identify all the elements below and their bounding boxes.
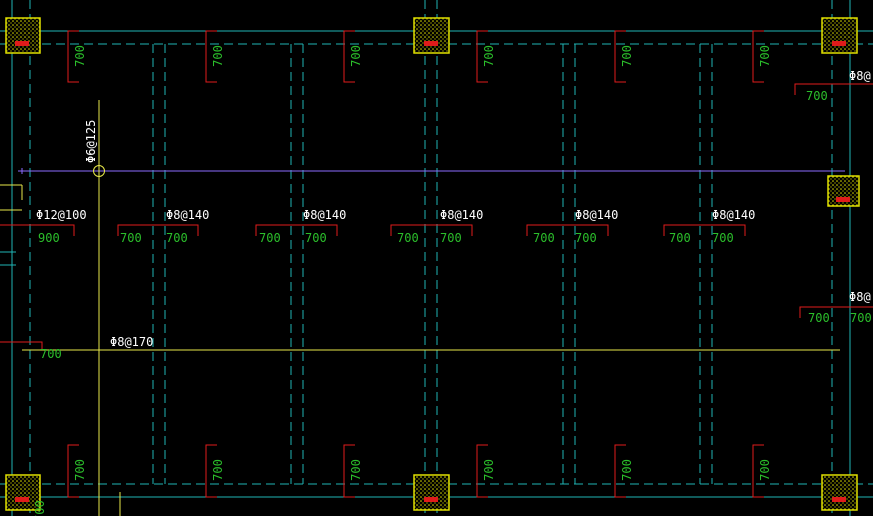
fragment-dim: 700 — [33, 500, 47, 516]
bottom-rebar-2[interactable] — [205, 444, 217, 498]
top-dim-4: 700 — [482, 45, 496, 67]
column-top-mid[interactable] — [413, 17, 450, 54]
top-dim-1: 700 — [73, 45, 87, 67]
rebar-label-5: Φ8@140 — [712, 208, 755, 222]
mid-dim-1b: 700 — [166, 231, 188, 245]
column-bottom-mid[interactable] — [413, 474, 450, 511]
top-rebar-5[interactable] — [614, 30, 626, 83]
right-top-rebar[interactable] — [794, 83, 873, 95]
bottom-rebar-5[interactable] — [614, 444, 626, 498]
rebar-labels: Φ12@100 Φ8@140 Φ8@140 Φ8@140 Φ8@140 Φ8@1… — [36, 69, 871, 349]
bottom-dim-4: 700 — [482, 459, 496, 481]
bottom-dim-3: 700 — [349, 459, 363, 481]
top-dim-5: 700 — [620, 45, 634, 67]
mid-dim-5b: 700 — [712, 231, 734, 245]
columns — [5, 17, 860, 511]
column-bottom-left[interactable] — [5, 474, 41, 511]
mid-dim-2b: 700 — [305, 231, 327, 245]
top-rebar-6[interactable] — [752, 30, 764, 83]
rebar-label-4: Φ8@140 — [575, 208, 618, 222]
top-rebar-3[interactable] — [343, 30, 355, 83]
right-mid-dim-a: 700 — [808, 311, 830, 325]
bottom-dims: 700 700 700 700 700 700 — [73, 459, 772, 481]
column-bottom-right[interactable] — [821, 474, 858, 511]
mid-rebar-5[interactable] — [663, 224, 746, 236]
right-mid-dim-b: 700 — [850, 311, 872, 325]
rebar-label-vertical: Φ6@125 — [84, 120, 98, 163]
edge-fragments: 700 — [33, 500, 47, 516]
mid-rebar-1[interactable] — [117, 224, 199, 236]
mid-dim-3a: 700 — [397, 231, 419, 245]
top-rebars — [67, 30, 764, 83]
mid-dims: 900 700 700 700 700 700 700 700 700 700 … — [38, 89, 872, 361]
lower-rebar[interactable] — [0, 341, 43, 350]
bottom-rebar-6[interactable] — [752, 444, 764, 498]
rebar-label-1: Φ8@140 — [166, 208, 209, 222]
top-rebar-1[interactable] — [67, 30, 79, 83]
lower-dim: 700 — [40, 347, 62, 361]
axis-line — [18, 168, 845, 174]
right-mid-rebar[interactable] — [799, 306, 873, 318]
bottom-rebars — [67, 444, 764, 498]
right-top-dim: 700 — [806, 89, 828, 103]
mid-rebar-2[interactable] — [255, 224, 338, 236]
top-dim-3: 700 — [349, 45, 363, 67]
bottom-dim-1: 700 — [73, 459, 87, 481]
top-dim-6: 700 — [758, 45, 772, 67]
mid-dim-4b: 700 — [575, 231, 597, 245]
bottom-rebar-3[interactable] — [343, 444, 355, 498]
bottom-dim-2: 700 — [211, 459, 225, 481]
rebar-label-lower: Φ8@170 — [110, 335, 153, 349]
rebar-label-3: Φ8@140 — [440, 208, 483, 222]
mid-rebar-main[interactable] — [0, 224, 75, 236]
top-rebar-4[interactable] — [476, 30, 488, 83]
bottom-dim-6: 700 — [758, 459, 772, 481]
mid-dim-3b: 700 — [440, 231, 462, 245]
bottom-rebar-1[interactable] — [67, 444, 79, 498]
top-rebar-2[interactable] — [205, 30, 217, 83]
rebar-label-main: Φ12@100 — [36, 208, 87, 222]
mid-dim-4a: 700 — [533, 231, 555, 245]
rebar-label-right-top: Φ8@ — [849, 69, 871, 83]
mid-rebar-4[interactable] — [526, 224, 609, 236]
top-dims: 700 700 700 700 700 700 — [73, 45, 772, 67]
mid-dim-5a: 700 — [669, 231, 691, 245]
rebar-label-right-mid: Φ8@ — [849, 290, 871, 304]
mid-dim-main: 900 — [38, 231, 60, 245]
mid-dim-2a: 700 — [259, 231, 281, 245]
mid-rebar-3[interactable] — [390, 224, 473, 236]
slab-lines — [0, 100, 840, 516]
column-top-left[interactable] — [5, 17, 41, 54]
mid-rebars — [0, 83, 873, 350]
bottom-dim-5: 700 — [620, 459, 634, 481]
top-dim-2: 700 — [211, 45, 225, 67]
left-edge-stubs — [0, 251, 16, 266]
column-top-right[interactable] — [821, 17, 858, 54]
bottom-rebar-4[interactable] — [476, 444, 488, 498]
rebar-label-2: Φ8@140 — [303, 208, 346, 222]
mid-dim-1a: 700 — [120, 231, 142, 245]
column-mid-right[interactable] — [827, 175, 860, 207]
grid-node-circle[interactable] — [93, 165, 105, 177]
